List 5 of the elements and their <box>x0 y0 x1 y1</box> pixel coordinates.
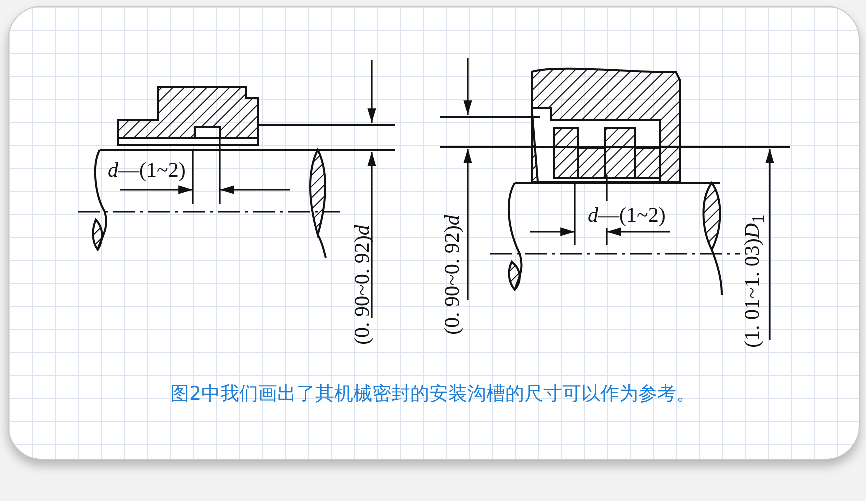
dimension-label: (0. 90~0. 92)d <box>442 215 463 335</box>
dimension-label: (0. 90~0. 92)d <box>352 225 373 345</box>
caption: 图2中我们画出了其机械密封的安装沟槽的尺寸可以作为参考。 <box>170 382 696 407</box>
dimension-label: d—(1~2) <box>588 205 666 226</box>
dimension-label: d—(1~2) <box>108 160 186 181</box>
